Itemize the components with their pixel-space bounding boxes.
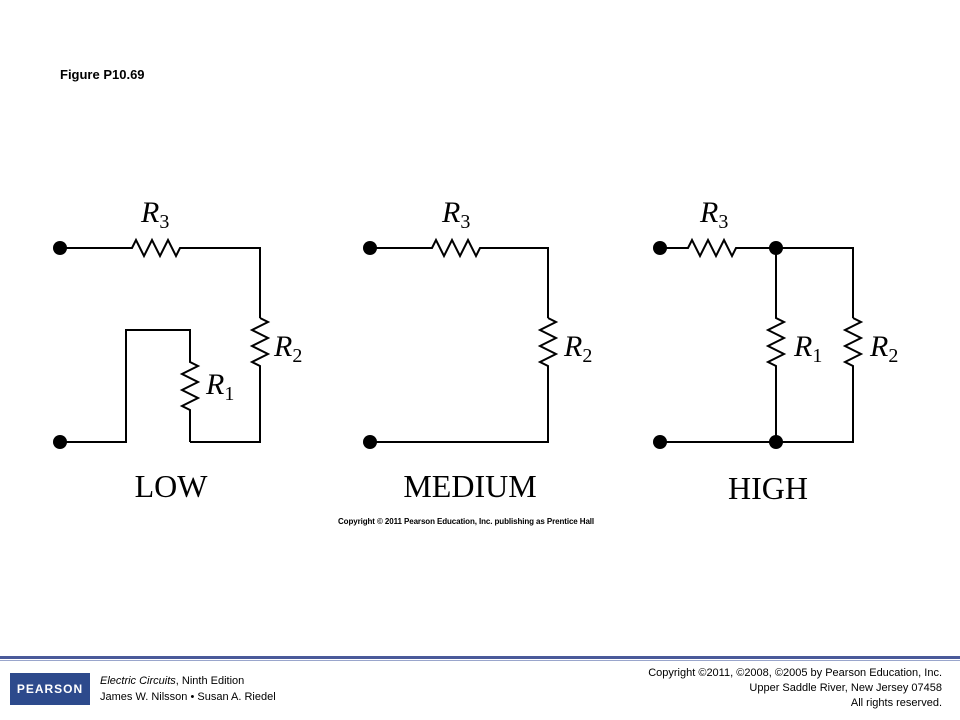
copyright-line-3: All rights reserved. <box>850 697 942 709</box>
high-r1-resistor <box>765 248 787 442</box>
footer-rule <box>0 656 960 659</box>
low-circuit <box>60 237 271 443</box>
low-r2-label: R2 <box>273 330 302 367</box>
low-r3-label: R3 <box>140 196 169 233</box>
high-top-wire <box>660 237 854 318</box>
medium-terminal-top <box>363 241 377 255</box>
high-node-top <box>769 241 783 255</box>
circuit-diagram: R3 R2 R1 R3 R2 R3 R1 R2 LOW MEDIUM HIGH <box>53 196 898 506</box>
high-r2-resistor <box>660 317 864 443</box>
book-info: Electric Circuits, Ninth Edition James W… <box>100 673 276 705</box>
high-r3-label: R3 <box>699 196 728 233</box>
publisher-copyright: Copyright ©2011, ©2008, ©2005 by Pearson… <box>648 666 942 711</box>
figure-title: Figure P10.69 <box>60 67 145 82</box>
high-terminal-top <box>653 241 667 255</box>
medium-circuit <box>370 237 559 443</box>
medium-top-wire <box>370 237 549 318</box>
medium-terminal-bottom <box>363 435 377 449</box>
medium-r2-label: R2 <box>563 330 592 367</box>
book-authors: James W. Nilsson • Susan A. Riedel <box>100 691 276 703</box>
high-caption: HIGH <box>728 470 808 506</box>
low-terminal-bottom <box>53 435 67 449</box>
book-title: Electric Circuits <box>100 675 176 687</box>
low-r1-resistor <box>60 329 201 443</box>
high-circuit <box>660 237 864 443</box>
medium-r2-resistor <box>370 317 559 443</box>
high-r1-label: R1 <box>793 330 822 367</box>
pearson-logo: PEARSON <box>10 673 90 705</box>
copyright-line-1: Copyright ©2011, ©2008, ©2005 by Pearson… <box>648 667 942 679</box>
high-node-bottom <box>769 435 783 449</box>
low-r1-label: R1 <box>205 368 234 405</box>
low-r2-resistor <box>190 317 271 443</box>
book-edition: , Ninth Edition <box>175 675 245 687</box>
medium-r3-label: R3 <box>441 196 470 233</box>
figure-copyright: Copyright © 2011 Pearson Education, Inc.… <box>338 517 595 526</box>
low-terminal-top <box>53 241 67 255</box>
high-terminal-bottom <box>653 435 667 449</box>
medium-caption: MEDIUM <box>403 468 536 504</box>
book-title-line: Electric Circuits, Ninth Edition <box>100 673 276 689</box>
low-top-wire <box>60 237 261 318</box>
low-caption: LOW <box>135 468 209 504</box>
high-r2-label: R2 <box>869 330 898 367</box>
copyright-line-2: Upper Saddle River, New Jersey 07458 <box>749 682 942 694</box>
footer-rule-thin <box>0 660 960 661</box>
